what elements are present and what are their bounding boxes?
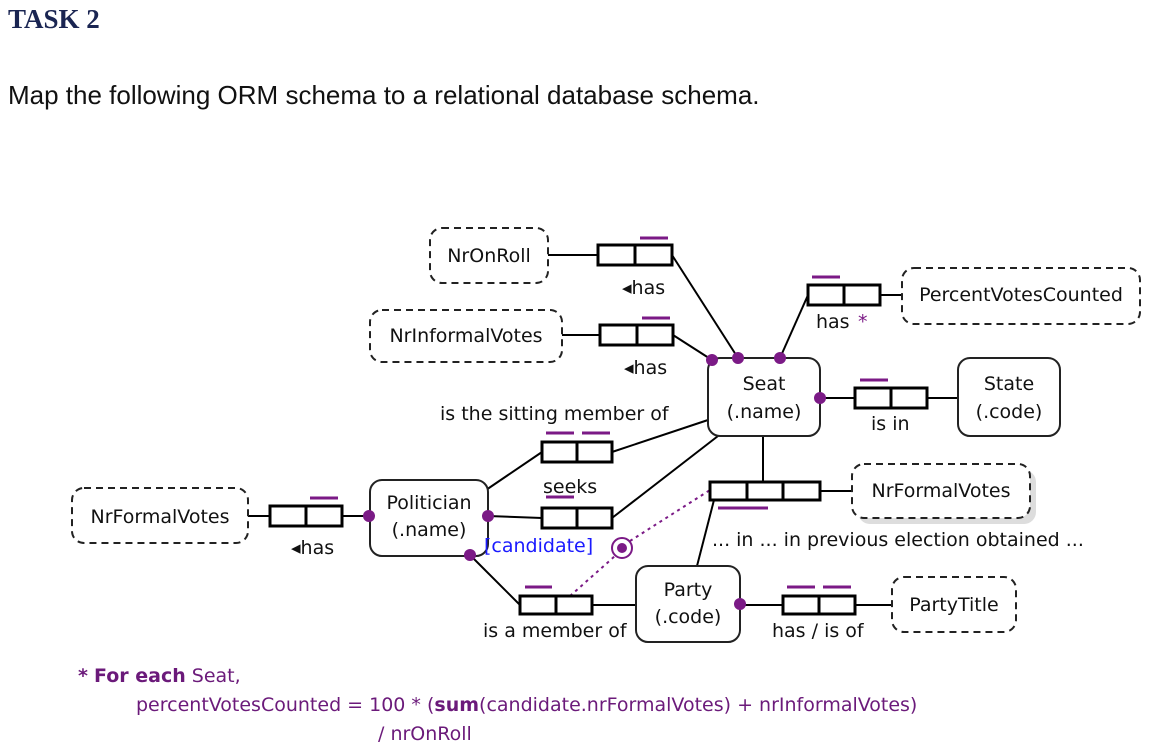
subset-constraint-icon [611, 537, 633, 559]
reading-sitting-member: is the sitting member of [440, 403, 670, 425]
role-name-candidate: [candidate] [484, 535, 593, 557]
party-ref: (.code) [655, 606, 722, 628]
reading-percent-has: has [816, 311, 850, 333]
entity-seat [707, 357, 821, 437]
reading-ternary: ... in ... in previous election obtained… [712, 529, 1084, 551]
uniqueness-constraints [310, 236, 888, 589]
footnote-formula-line2: / nrOnRoll [378, 723, 472, 745]
formula-part1: percentVotesCounted = 100 * ( [136, 694, 435, 716]
entity-party [635, 565, 741, 643]
subset-constraint-lines [569, 489, 711, 597]
state-name: State [984, 373, 1034, 395]
entity-state [957, 357, 1061, 437]
footnote-star: * [78, 665, 88, 687]
seat-ref: (.name) [727, 401, 802, 423]
derived-star: * [858, 311, 868, 333]
label-nrformalvotes-left: NrFormalVotes [91, 506, 230, 528]
reading-politician-has: ◂has [291, 537, 334, 559]
label-nronroll: NrOnRoll [447, 245, 531, 267]
value-type-nronroll [429, 227, 549, 284]
connector-lines [248, 254, 958, 606]
mandatory-role-dots [363, 352, 826, 610]
footnote-heading: * For each Seat, [78, 665, 241, 687]
footnote-formula: percentVotesCounted = 100 * (sum(candida… [136, 694, 917, 716]
value-type-nrinformalvotes [369, 309, 563, 363]
label-nrformalvotes-right: NrFormalVotes [872, 480, 1011, 502]
value-type-percentvotescounted [901, 267, 1141, 325]
task-title: TASK 2 [8, 4, 100, 34]
footnote-seat: Seat, [185, 665, 241, 687]
reading-seeks: seeks [543, 476, 597, 498]
party-name: Party [664, 579, 713, 601]
label-percentvotescounted: PercentVotesCounted [919, 284, 1123, 306]
value-type-nrformalvotes-left [71, 487, 249, 544]
reading-member-of: is a member of [483, 620, 628, 642]
label-nrinformalvotes: NrInformalVotes [389, 325, 542, 347]
reading-nronroll-has: ◂has [622, 277, 665, 299]
reading-party-title: has / is of [772, 620, 865, 642]
state-ref: (.code) [976, 401, 1043, 423]
seat-name: Seat [743, 373, 786, 395]
label-partytitle: PartyTitle [909, 594, 998, 616]
reading-nrinformal-has: ◂has [624, 357, 667, 379]
value-type-partytitle [891, 576, 1017, 633]
fact-types [268, 243, 929, 616]
formula-part2: (candidate.nrFormalVotes) + nrInformalVo… [479, 694, 918, 716]
reading-is-in: is in [871, 413, 910, 435]
formula-sum: sum [434, 694, 480, 716]
politician-ref: (.name) [392, 519, 467, 541]
footnote-for-each: For each [93, 665, 186, 687]
value-type-nrformalvotes-right [851, 463, 1031, 519]
politician-name: Politician [386, 492, 471, 514]
task-instruction: Map the following ORM schema to a relati… [8, 80, 760, 110]
